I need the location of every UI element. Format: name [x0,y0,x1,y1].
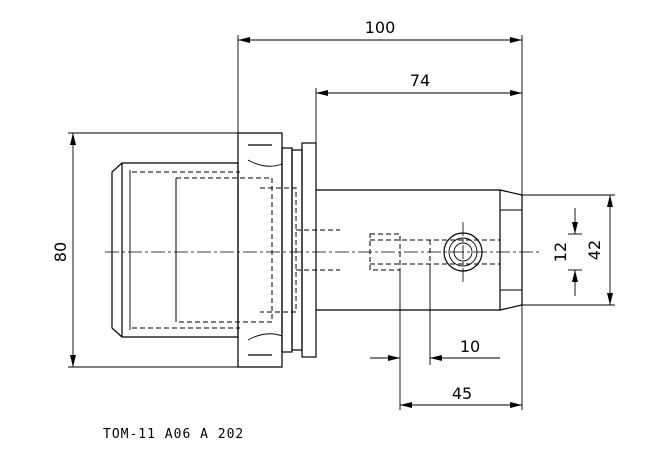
dimension-label-80: 80 [51,242,70,262]
dimension-label-42: 42 [585,240,604,260]
center-lines [105,222,540,282]
dimension-label-12: 12 [551,242,570,262]
dimension-pin-diameter: 12 [551,208,582,296]
dimension-flange-diameter: 80 [51,132,238,368]
dimension-label-74: 74 [410,71,430,90]
dimension-label-10: 10 [460,337,480,356]
dimension-screw-position: 45 [400,305,523,410]
dimension-overall-length: 100 [237,18,523,195]
dimension-screw-offset: 10 [370,264,500,410]
dimension-bore-diameter: 42 [522,194,615,306]
part-number: TOM-11 A06 A 202 [103,427,244,442]
dimension-shank-length: 74 [315,71,522,143]
part-outline [111,132,523,368]
dimension-label-100: 100 [365,18,396,37]
dimension-label-45: 45 [452,384,472,403]
